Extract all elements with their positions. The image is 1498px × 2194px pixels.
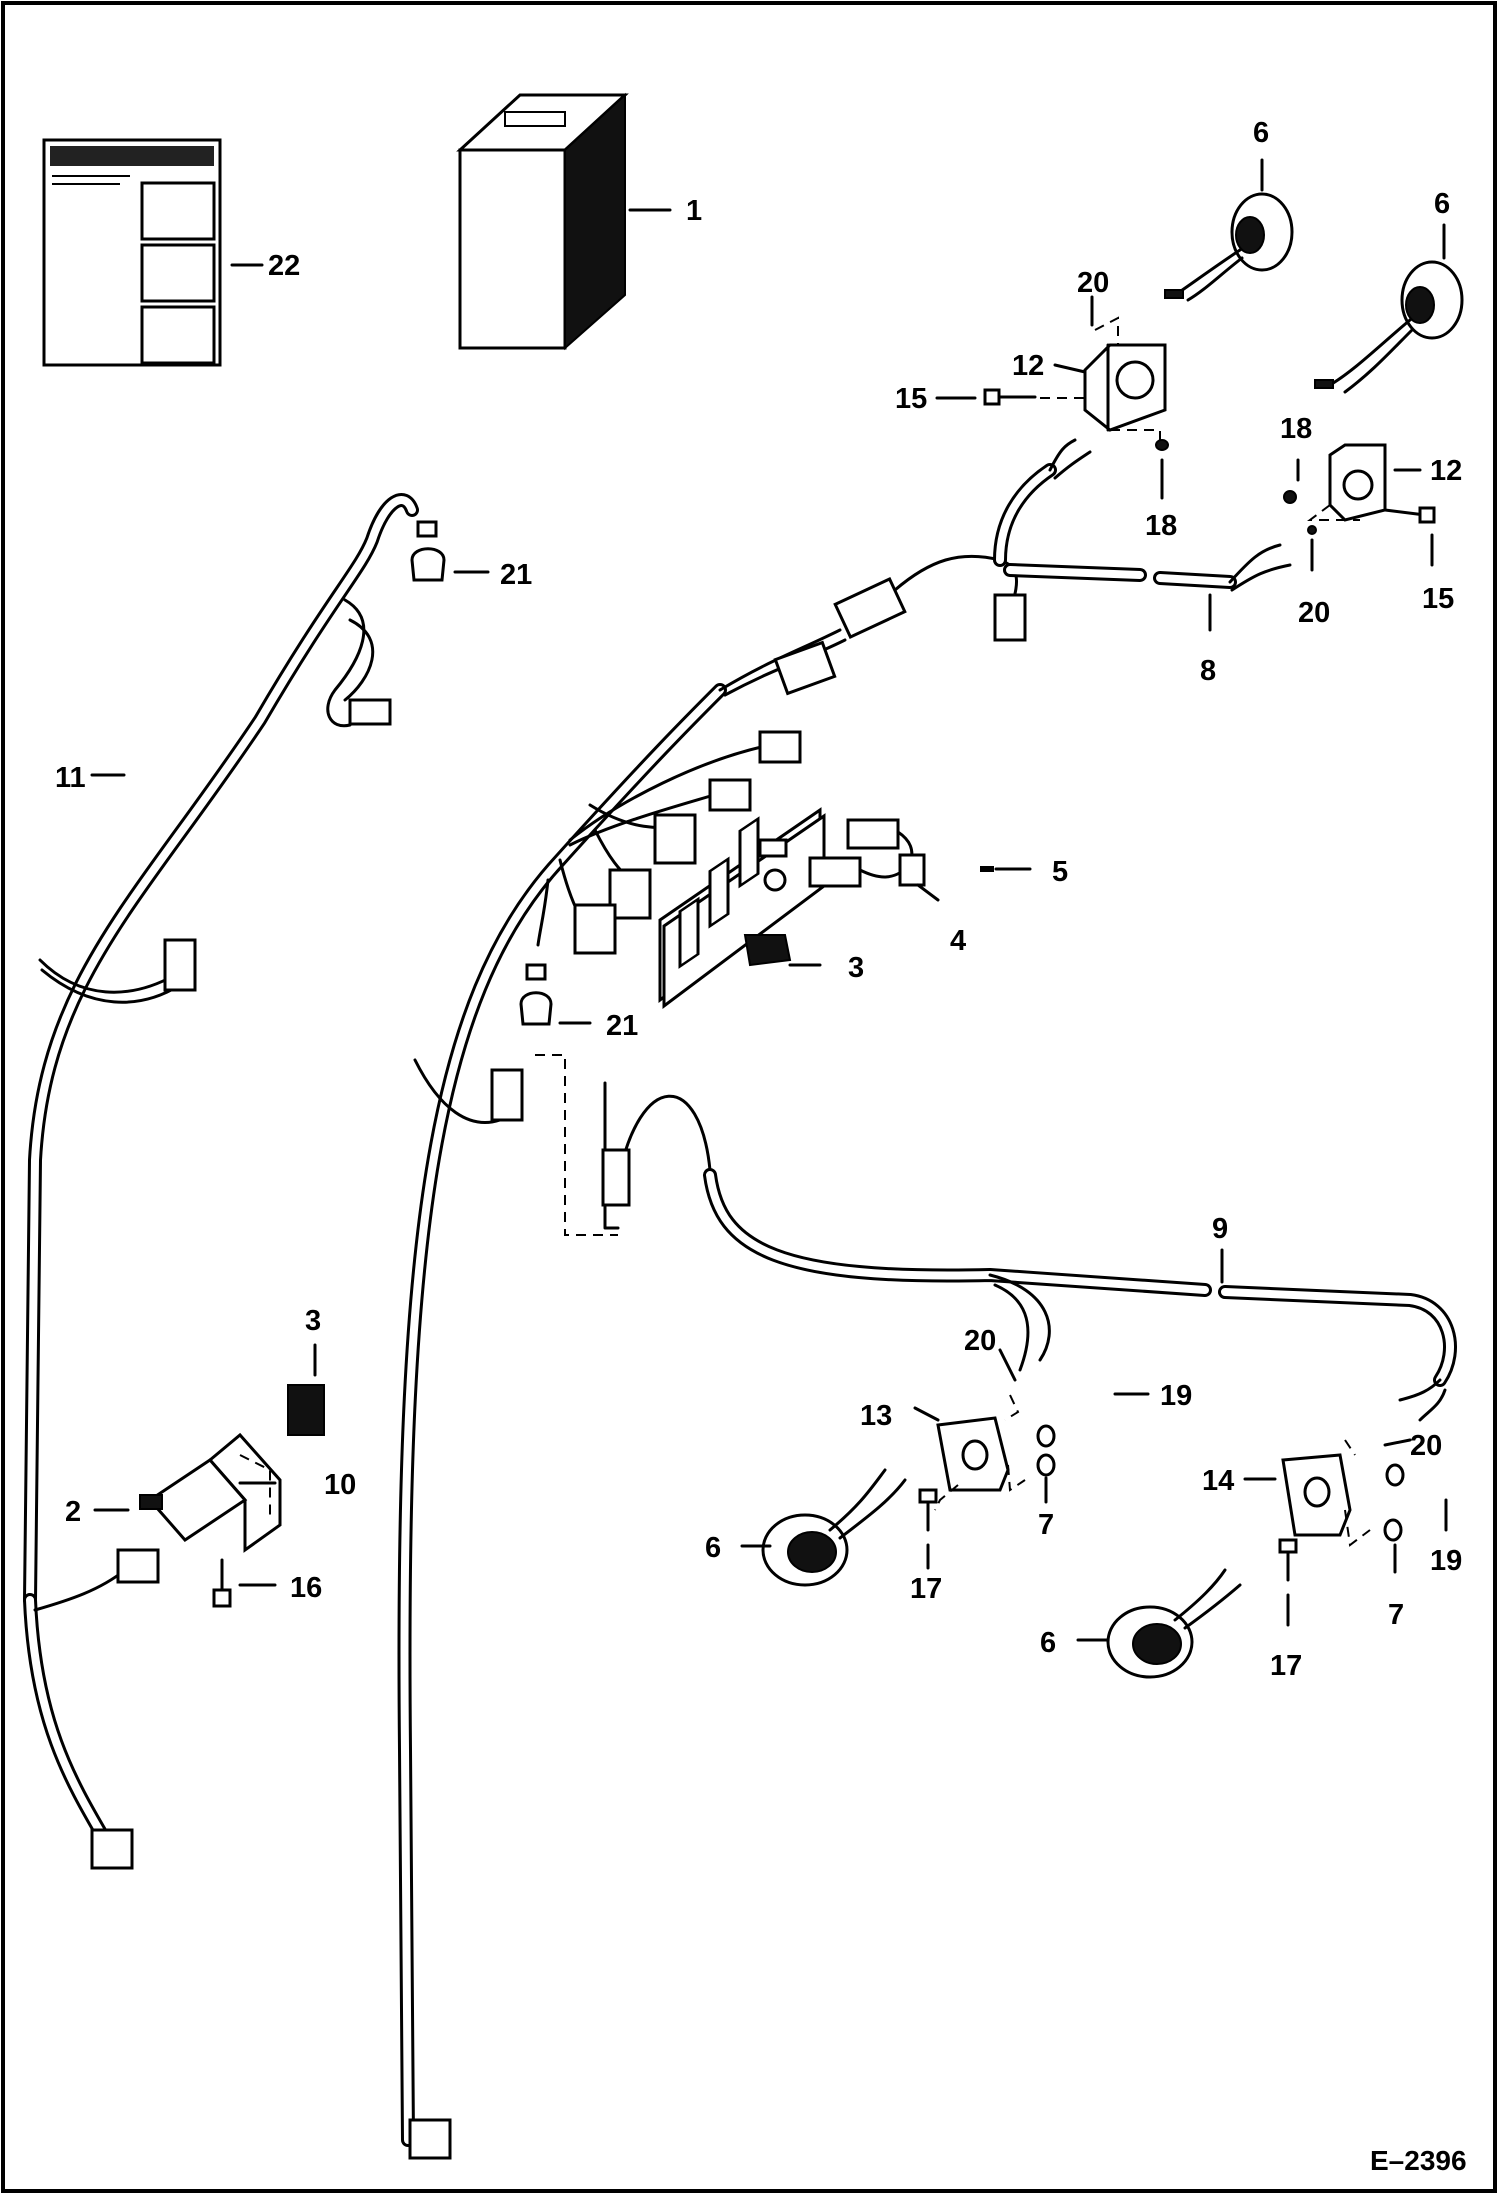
harness-11 <box>23 493 419 1870</box>
harness-9 <box>535 1054 1457 1422</box>
callout-17: 17 <box>1270 1650 1302 1682</box>
instruction-sheet <box>42 138 222 367</box>
callout-15: 15 <box>1422 583 1454 615</box>
callout-20: 20 <box>1298 597 1330 629</box>
bracket-12-lower <box>1283 443 1436 535</box>
bracket-13 <box>918 1394 1056 1532</box>
callout-21: 21 <box>500 559 532 591</box>
callout-15: 15 <box>895 383 927 415</box>
callout-8: 8 <box>1200 655 1216 687</box>
callout-21: 21 <box>606 1010 638 1042</box>
callout-5: 5 <box>1052 856 1068 888</box>
callout-22: 22 <box>268 250 300 282</box>
callout-6: 6 <box>1434 188 1450 220</box>
callout-11: 11 <box>55 762 86 794</box>
callout-1: 1 <box>686 195 702 227</box>
bulb-socket-lower <box>519 963 553 1026</box>
callout-6: 6 <box>705 1532 721 1564</box>
callouts: 1 22 6 6 20 12 15 18 18 12 20 15 8 21 11… <box>55 117 1467 2176</box>
callout-12: 12 <box>1012 350 1044 382</box>
light-unit-bottom-1 <box>761 1468 907 1587</box>
callout-10: 10 <box>324 1469 356 1501</box>
figure-id: E–2396 <box>1370 2145 1467 2176</box>
light-unit-top-2 <box>1314 260 1464 394</box>
callout-12: 12 <box>1430 455 1462 487</box>
manual-box <box>456 92 629 351</box>
bracket-12-upper <box>983 316 1169 451</box>
callout-7: 7 <box>1038 1509 1054 1541</box>
callout-3: 3 <box>305 1305 321 1337</box>
bracket-10-assembly <box>139 1384 325 1608</box>
bulb-socket-upper <box>410 520 446 582</box>
callout-9: 9 <box>1212 1213 1228 1245</box>
callout-4: 4 <box>950 925 966 957</box>
switch-connector-4 <box>808 818 994 888</box>
callout-6: 6 <box>1040 1627 1056 1659</box>
callout-18: 18 <box>1145 510 1177 542</box>
callout-2: 2 <box>65 1496 81 1528</box>
callout-17: 17 <box>910 1573 942 1605</box>
switch-panel <box>658 807 826 1009</box>
callout-14: 14 <box>1202 1465 1234 1497</box>
light-unit-top-1 <box>1164 192 1294 302</box>
callout-16: 16 <box>290 1572 322 1604</box>
callout-19: 19 <box>1160 1380 1192 1412</box>
main-harness <box>397 438 1292 2160</box>
light-unit-bottom-2 <box>1106 1568 1242 1679</box>
callout-20: 20 <box>964 1325 996 1357</box>
callout-3: 3 <box>848 952 864 984</box>
callout-20: 20 <box>1410 1430 1442 1462</box>
leader-lines <box>90 158 1448 1642</box>
callout-13: 13 <box>860 1400 892 1432</box>
callout-20: 20 <box>1077 267 1109 299</box>
callout-19: 19 <box>1430 1545 1462 1577</box>
callout-18: 18 <box>1280 413 1312 445</box>
callout-6: 6 <box>1253 117 1269 149</box>
bracket-14 <box>1278 1439 1405 1582</box>
callout-7: 7 <box>1388 1599 1404 1631</box>
